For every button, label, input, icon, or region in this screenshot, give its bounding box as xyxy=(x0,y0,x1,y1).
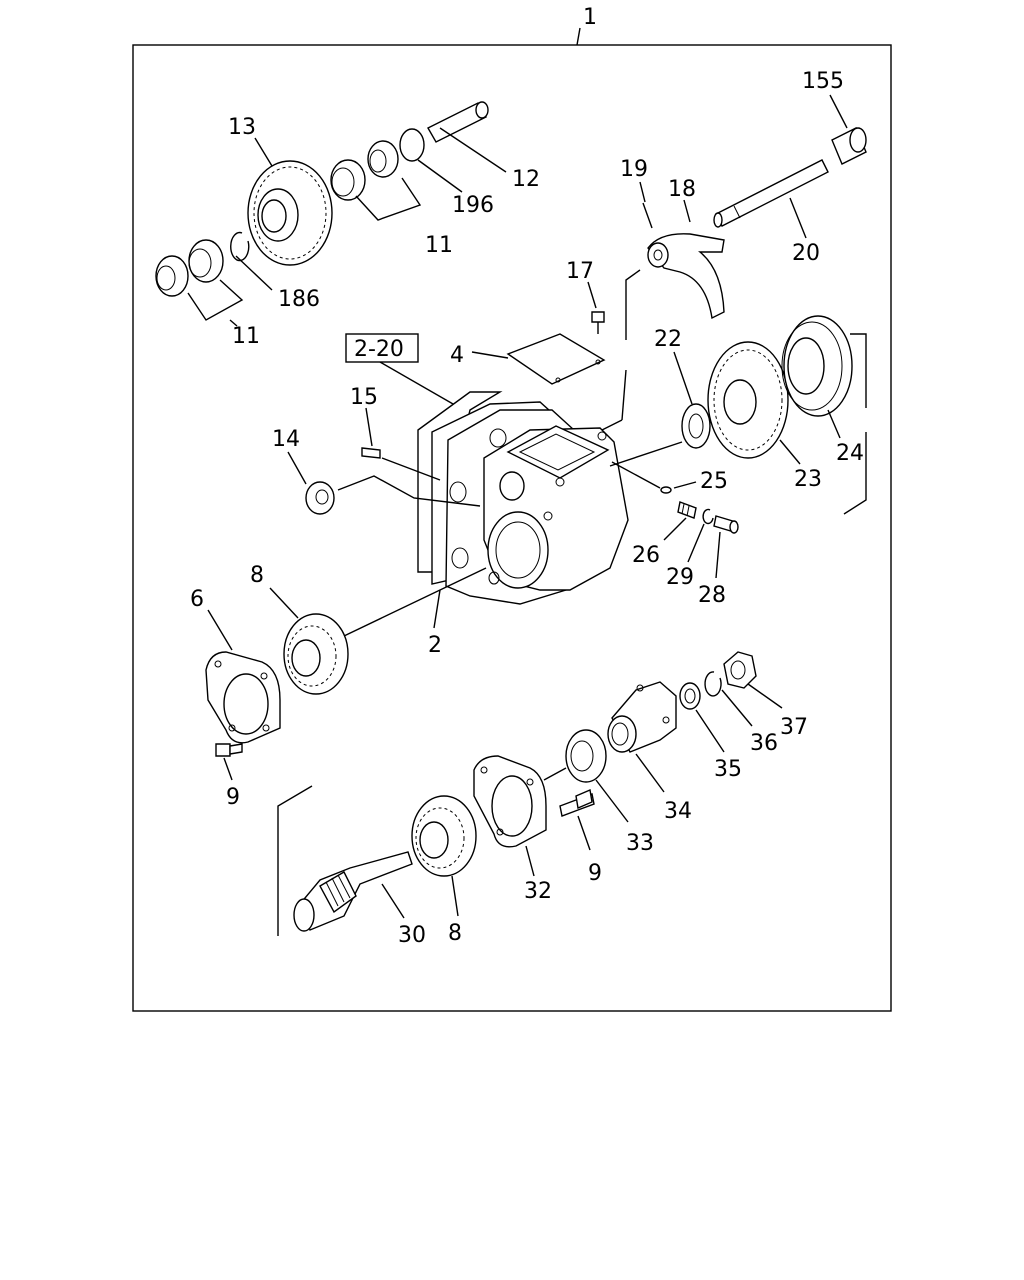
callout-37: 37 xyxy=(780,715,808,740)
shift-shaft-20[interactable] xyxy=(713,159,829,228)
bearing-11-lower[interactable] xyxy=(155,255,189,297)
bearing-8-lower[interactable] xyxy=(411,795,477,877)
bushing-14[interactable] xyxy=(305,481,335,515)
callout-33: 33 xyxy=(626,831,654,856)
callout-35: 35 xyxy=(714,757,742,782)
callout-29: 29 xyxy=(666,565,694,590)
oil-seal-33[interactable] xyxy=(565,729,607,783)
shift-fork-18[interactable] xyxy=(647,233,725,320)
plug-bolt-28[interactable] xyxy=(713,515,739,534)
pin-19[interactable] xyxy=(642,202,653,229)
callout-155: 155 xyxy=(802,69,844,94)
callout-13: 13 xyxy=(228,115,256,140)
gear-23[interactable] xyxy=(707,341,789,459)
bolt-17[interactable] xyxy=(591,311,605,334)
callout-36: 36 xyxy=(750,731,778,756)
bearing-housing-34[interactable] xyxy=(607,681,677,753)
spring-26[interactable] xyxy=(677,501,697,519)
gear-13[interactable] xyxy=(247,160,333,266)
callout-8-lower: 8 xyxy=(448,921,462,946)
callout-9-upper: 9 xyxy=(226,785,240,810)
callout-25: 25 xyxy=(700,469,728,494)
washer-29[interactable] xyxy=(702,508,714,525)
housing-2[interactable] xyxy=(417,391,629,605)
reference-box-label: 2-20 xyxy=(354,337,404,362)
pin-12[interactable] xyxy=(427,101,489,143)
callout-19: 19 xyxy=(620,157,648,182)
callout-8-upper: 8 xyxy=(250,563,264,588)
callout-196: 196 xyxy=(452,193,494,218)
callout-22: 22 xyxy=(654,327,682,352)
callout-6: 6 xyxy=(190,587,204,612)
snap-ring-36[interactable] xyxy=(704,671,722,697)
retainer-32[interactable] xyxy=(473,755,547,848)
washer-35[interactable] xyxy=(679,682,701,710)
callout-30: 30 xyxy=(398,923,426,948)
callout-34: 34 xyxy=(664,799,692,824)
callout-2: 2 xyxy=(428,633,442,658)
callout-12: 12 xyxy=(512,167,540,192)
thrust-washer-22[interactable] xyxy=(681,403,711,449)
bolt-9-upper[interactable] xyxy=(215,743,243,757)
flange-6[interactable] xyxy=(205,651,281,744)
cover-plate-4[interactable] xyxy=(506,333,606,385)
assembly-number: 1 xyxy=(583,5,597,30)
ring-196[interactable] xyxy=(399,128,425,162)
callout-24: 24 xyxy=(836,441,864,466)
callout-9-lower: 9 xyxy=(588,861,602,886)
bushing-155[interactable] xyxy=(831,127,867,165)
bearing-8-upper[interactable] xyxy=(283,613,349,695)
race-11-upper[interactable] xyxy=(330,159,366,201)
callout-15: 15 xyxy=(350,385,378,410)
callout-28: 28 xyxy=(698,583,726,608)
callout-20: 20 xyxy=(792,241,820,266)
pinion-shaft-30[interactable] xyxy=(293,851,413,932)
callout-14: 14 xyxy=(272,427,300,452)
bolt-9-lower[interactable] xyxy=(559,789,595,817)
dowel-pin-15[interactable] xyxy=(361,447,381,459)
callout-18: 18 xyxy=(668,177,696,202)
callout-4: 4 xyxy=(450,343,464,368)
callout-26: 26 xyxy=(632,543,660,568)
callout-17: 17 xyxy=(566,259,594,284)
ball-25[interactable] xyxy=(660,486,672,494)
diagram-frame xyxy=(132,44,892,1012)
reference-box xyxy=(345,333,419,363)
bearing-11-upper[interactable] xyxy=(367,140,399,178)
nut-37[interactable] xyxy=(723,651,757,689)
callout-11-lower: 11 xyxy=(232,324,260,349)
sleeve-24[interactable] xyxy=(781,315,853,417)
callout-186: 186 xyxy=(278,287,320,312)
callout-23: 23 xyxy=(794,467,822,492)
snap-ring-186[interactable] xyxy=(230,231,250,262)
race-11-lower[interactable] xyxy=(188,239,224,283)
callout-11-upper: 11 xyxy=(425,233,453,258)
callout-32: 32 xyxy=(524,879,552,904)
